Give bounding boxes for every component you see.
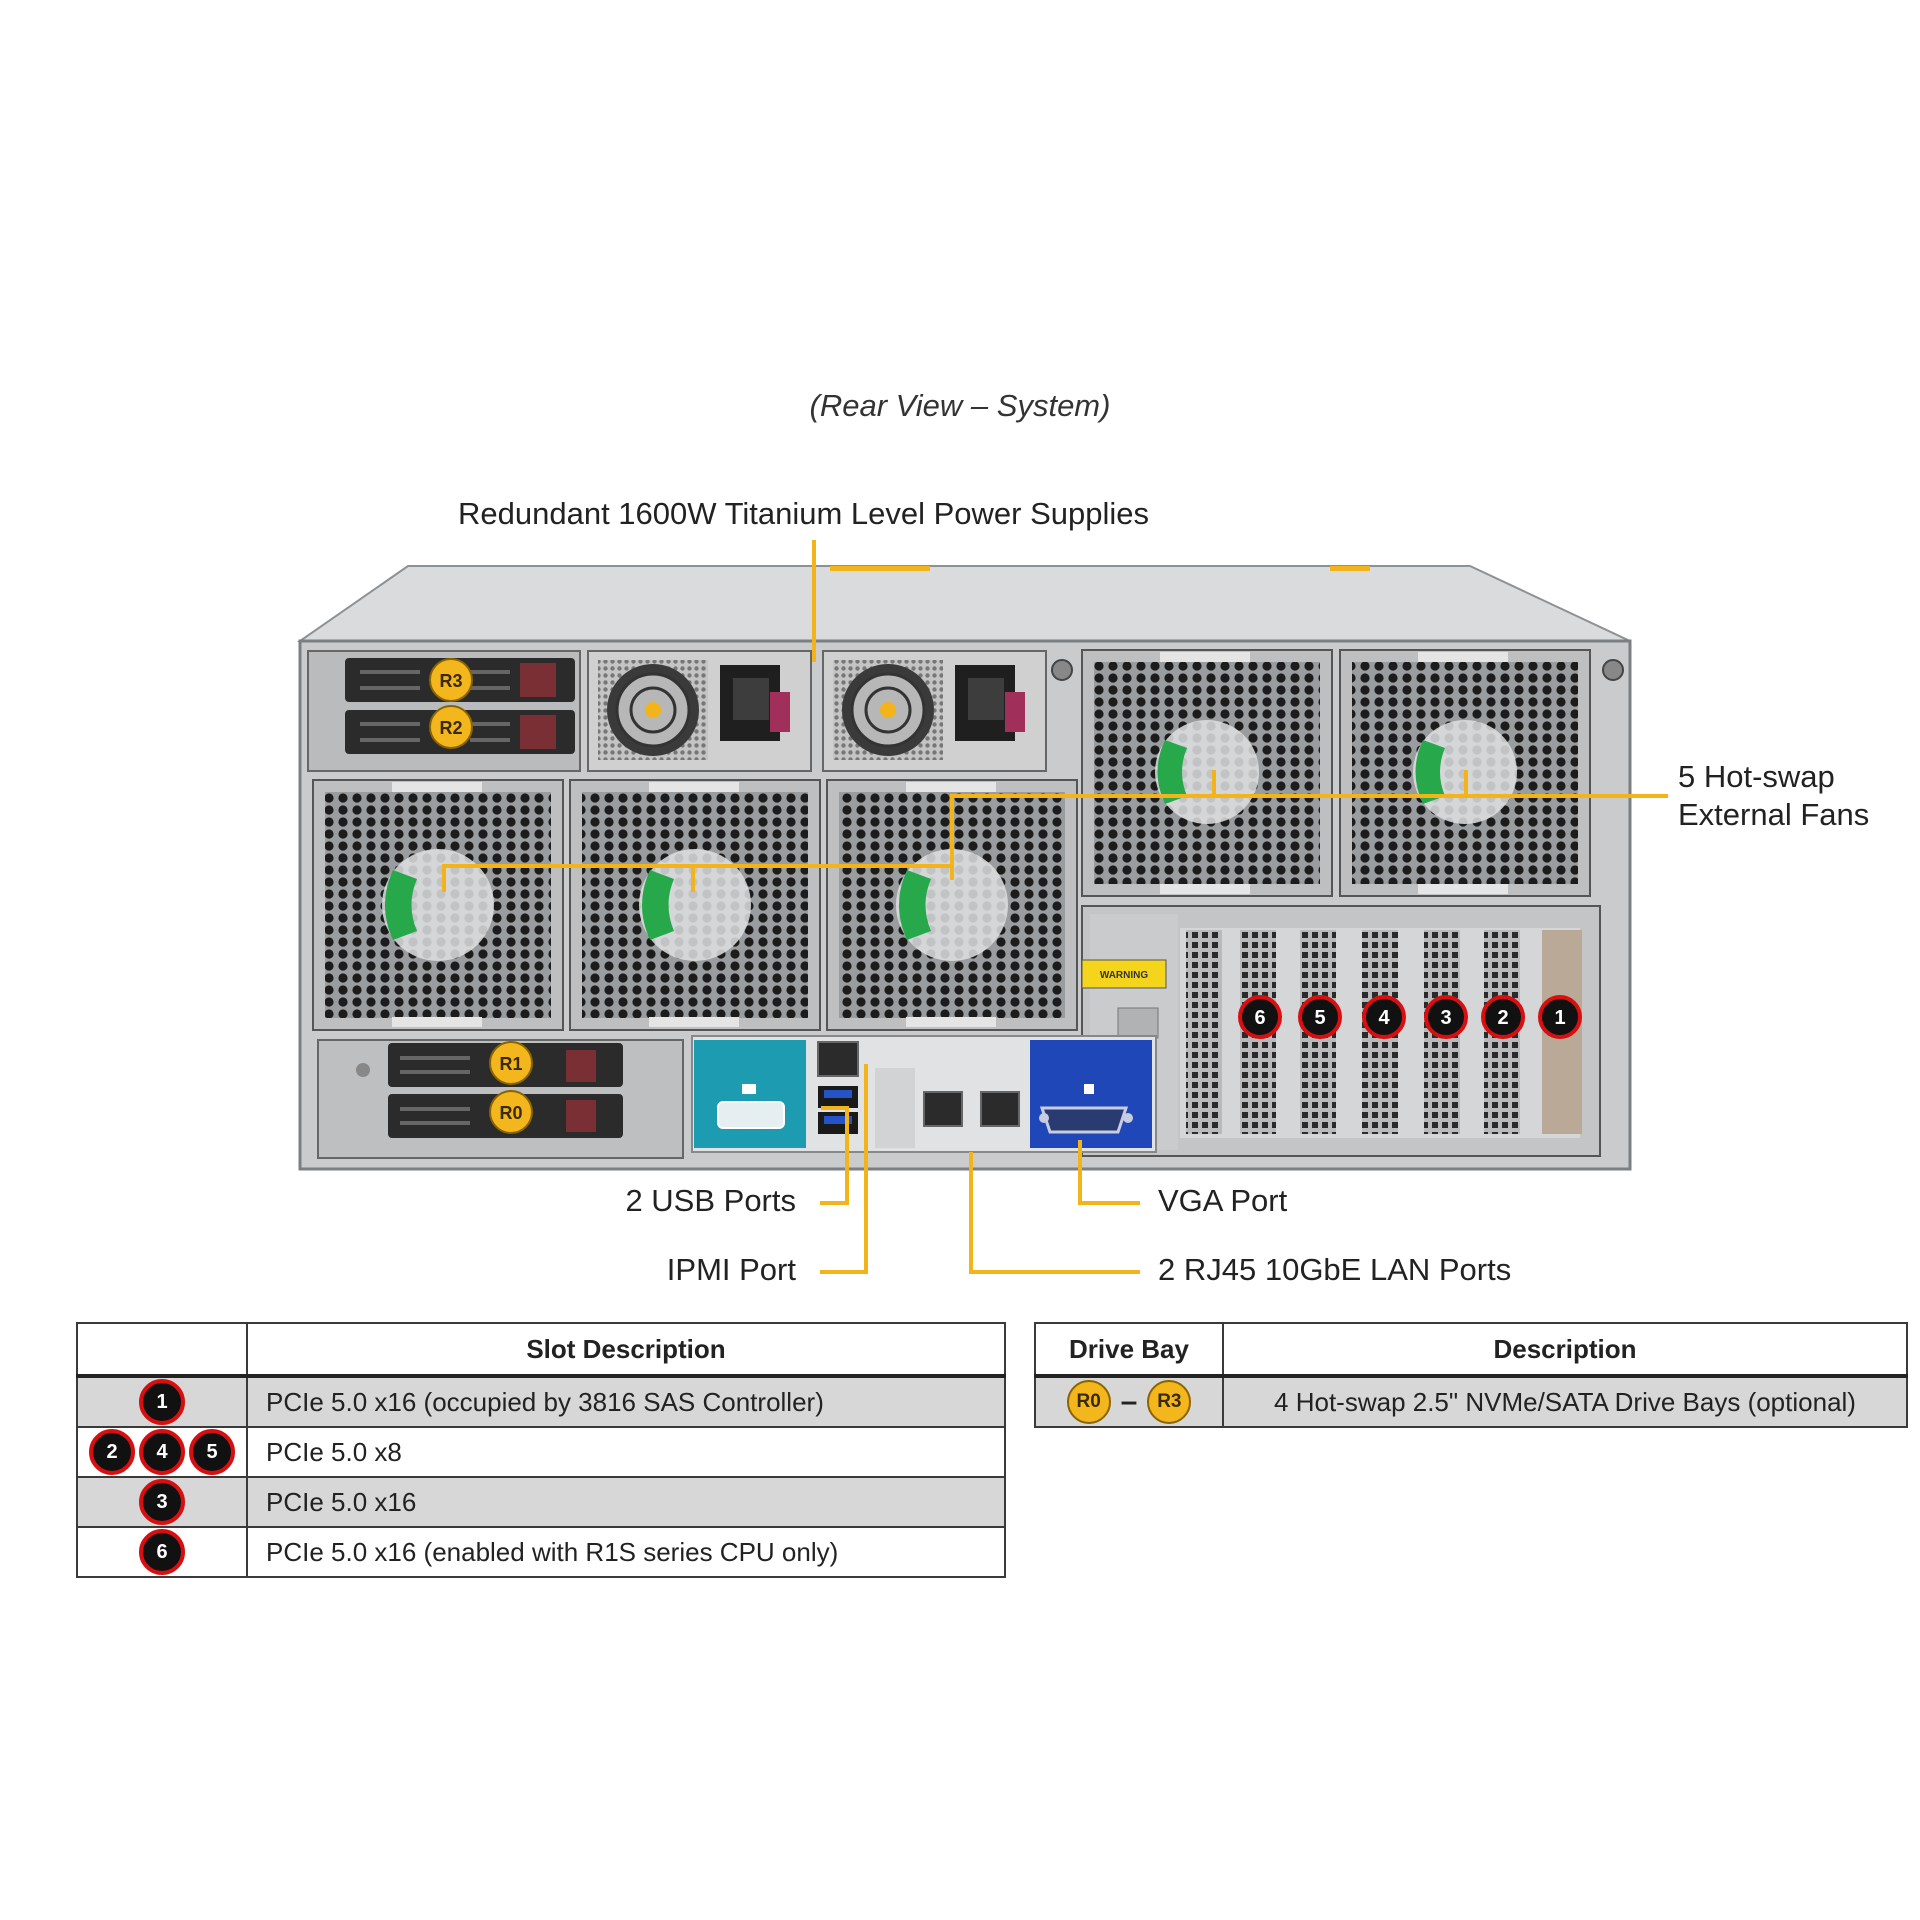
slot-number-badge: 1 [139, 1379, 185, 1425]
callout-fans-line1: 5 Hot-swap [1678, 759, 1835, 794]
rear-io-panel [691, 1035, 1157, 1153]
badge-r1 [489, 1041, 533, 1085]
slot-description-table: Slot Description 1 PCIe 5.0 x16 (occupie… [76, 1322, 1006, 1578]
callout-ipmi-port: IPMI Port [666, 1252, 796, 1287]
chassis-top-yellow-strip [830, 566, 930, 571]
svg-text:3: 3 [1440, 1007, 1451, 1029]
svg-text:6: 6 [1254, 1007, 1265, 1029]
svg-text:R2: R2 [439, 718, 462, 738]
slot-icons-cell: 3 [76, 1476, 248, 1528]
slot-number-badge: 2 [89, 1429, 135, 1475]
warning-label-text: WARNING [1100, 970, 1149, 981]
slot-icons-cell: 1 [76, 1375, 248, 1428]
slot-table-header: Slot Description [246, 1322, 1006, 1378]
bay-badge-from: R0 [1066, 1380, 1111, 1424]
fan-middle-1 [312, 779, 564, 1031]
slot-number-badge: 4 [139, 1429, 185, 1475]
callout-usb-ports: 2 USB Ports [625, 1183, 796, 1218]
chassis-top [296, 565, 1631, 642]
callout-fans-line2: External Fans [1678, 797, 1870, 832]
slot-number-badge: 3 [139, 1479, 185, 1525]
slot-description: PCIe 5.0 x16 (enabled with R1S series CP… [246, 1526, 1006, 1578]
slot-badge-5 [1298, 995, 1342, 1039]
fan-middle-2 [569, 779, 821, 1031]
bay-table-header-row: Drive Bay Description [1034, 1322, 1908, 1378]
slot-table-header-row: Slot Description [76, 1322, 1006, 1378]
callout-lines [442, 540, 1668, 1274]
power-supply-1 [587, 650, 812, 772]
ipmi-port [817, 1041, 859, 1077]
svg-text:1: 1 [1554, 1007, 1565, 1029]
power-supply-2 [822, 650, 1047, 772]
slot-badge-3 [1424, 995, 1468, 1039]
svg-text:4: 4 [1378, 1007, 1390, 1029]
badge-r0 [489, 1090, 533, 1134]
bay-range-cell: R0–R3 [1034, 1375, 1224, 1428]
bay-range-dash: – [1120, 1385, 1138, 1418]
bay-badge-to: R3 [1147, 1380, 1192, 1424]
slot-badge-2 [1481, 995, 1525, 1039]
chassis-drive-badges: R3 R2 R1 R0 [429, 658, 533, 1134]
slot-description: PCIe 5.0 x16 [246, 1476, 1006, 1528]
callout-power-supplies: Redundant 1600W Titanium Level Power Sup… [458, 496, 1150, 531]
lan-port-1 [923, 1091, 963, 1127]
bay-table-header-desc: Description [1222, 1322, 1908, 1378]
svg-text:R1: R1 [499, 1054, 522, 1074]
badge-r3 [429, 658, 473, 702]
callout-vga-port: VGA Port [1158, 1183, 1288, 1218]
fan-middle-3 [826, 779, 1078, 1031]
callout-lan-ports: 2 RJ45 10GbE LAN Ports [1158, 1252, 1512, 1287]
table-row: 6 PCIe 5.0 x16 (enabled with R1S series … [76, 1526, 1006, 1578]
expansion-slot-area: WARNING [1081, 905, 1601, 1157]
callout-fans: 5 Hot-swap External Fans [1678, 758, 1869, 834]
table-row: 1 PCIe 5.0 x16 (occupied by 3816 SAS Con… [76, 1375, 1006, 1428]
warning-label [1081, 959, 1167, 989]
bay-description: 4 Hot-swap 2.5" NVMe/SATA Drive Bays (op… [1222, 1375, 1908, 1428]
svg-text:2: 2 [1497, 1007, 1508, 1029]
slot-description: PCIe 5.0 x8 [246, 1426, 1006, 1478]
slot-number-badge: 6 [139, 1529, 185, 1575]
bay-table-header-bay: Drive Bay [1034, 1322, 1224, 1378]
slot-number-badge: 5 [189, 1429, 235, 1475]
table-row: 3 PCIe 5.0 x16 [76, 1476, 1006, 1528]
badge-r2 [429, 705, 473, 749]
slot-badge-4 [1362, 995, 1406, 1039]
fan-upper-1 [1081, 649, 1333, 897]
svg-text:R3: R3 [439, 671, 462, 691]
drive-bay-table: Drive Bay Description R0–R3 4 Hot-swap 2… [1034, 1322, 1908, 1428]
chassis-slot-badges: 6 5 4 3 2 1 [1238, 995, 1582, 1039]
vga-connector [1039, 1106, 1129, 1134]
slot-description: PCIe 5.0 x16 (occupied by 3816 SAS Contr… [246, 1375, 1006, 1428]
slot-badge-6 [1238, 995, 1282, 1039]
slot-icons-cell: 6 [76, 1526, 248, 1578]
svg-text:5: 5 [1314, 1007, 1325, 1029]
table-row: R0–R3 4 Hot-swap 2.5" NVMe/SATA Drive Ba… [1034, 1375, 1908, 1428]
svg-text:R0: R0 [499, 1103, 522, 1123]
lan-port-2 [980, 1091, 1020, 1127]
view-title: (Rear View – System) [809, 388, 1111, 423]
slot-badge-1 [1538, 995, 1582, 1039]
slot-table-header-blank [76, 1322, 248, 1378]
